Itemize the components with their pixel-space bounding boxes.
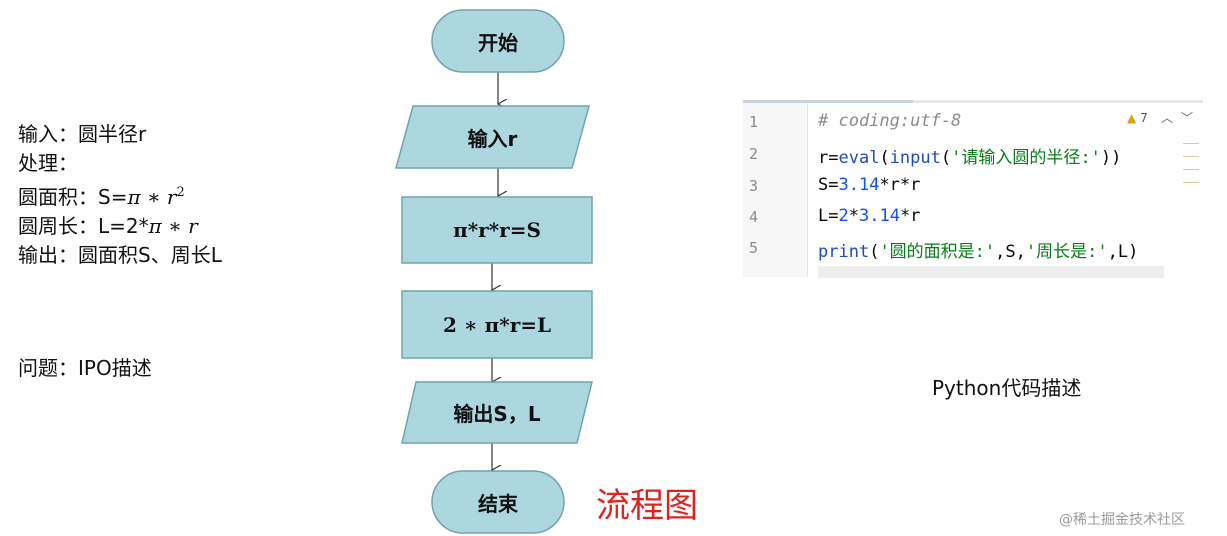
line-number: 5	[749, 239, 759, 257]
line-number: 2	[749, 145, 759, 163]
line-number-gutter	[743, 103, 807, 277]
code-line-2[interactable]: r=eval(input('请输入圆的半径:'))	[818, 148, 1122, 168]
code-editor[interactable]: 1 2 3 4 5 # coding:utf-8 r=eval(input('请…	[743, 100, 1203, 278]
process-area-label: π*r*r=S	[453, 218, 541, 242]
ipo-perimeter-formula: π ∗ r	[148, 214, 198, 238]
end-terminal	[431, 470, 565, 534]
output-label: 输出S，L	[453, 402, 541, 426]
input-parallelogram	[395, 105, 590, 169]
end-label: 结束	[478, 491, 518, 516]
ipo-input-line: 输入：圆半径r	[18, 122, 147, 146]
code-line-1[interactable]: # coding:utf-8	[818, 111, 961, 131]
input-label: 输入r	[467, 126, 518, 151]
line-number: 4	[749, 208, 759, 226]
editor-tab-accent	[743, 100, 913, 103]
code-comment: # coding:utf-8	[818, 111, 962, 131]
process-area	[401, 196, 593, 264]
flowchart-caption: 流程图	[596, 486, 698, 526]
output-parallelogram	[401, 381, 593, 444]
scrollbar-markers[interactable]	[1183, 143, 1199, 195]
warning-count: 7	[1140, 111, 1148, 125]
current-line-highlight	[818, 266, 1164, 278]
line-number: 1	[749, 113, 759, 131]
process-perimeter	[401, 290, 593, 359]
ipo-question-note: 问题：IPO描述	[18, 356, 152, 380]
ipo-description: 输入：圆半径r 处理： 圆面积：S=π ∗ r2 圆周长：L=2*π ∗ r 输…	[18, 120, 222, 270]
python-caption: Python代码描述	[932, 376, 1082, 400]
watermark: @稀土掘金技术社区	[1059, 512, 1185, 528]
ipo-area-line: 圆面积：S=π ∗ r2	[18, 178, 222, 212]
warning-icon: ▲	[1127, 111, 1137, 125]
line-number: 3	[749, 177, 759, 195]
chevron-up-icon[interactable]: ︿	[1161, 111, 1174, 125]
gutter-divider	[807, 103, 808, 277]
ipo-perimeter-line: 圆周长：L=2*π ∗ r	[18, 212, 222, 241]
ipo-perimeter-label: 圆周长：L=2*	[18, 214, 149, 238]
code-line-5[interactable]: print('圆的面积是:',S,'周长是:',L)	[818, 242, 1139, 262]
process-perimeter-label: 2 ∗ π*r=L	[442, 312, 552, 337]
code-line-3[interactable]: S=3.14*r*r	[818, 175, 921, 195]
start-terminal	[431, 9, 565, 73]
ipo-process-line: 处理：	[18, 151, 78, 175]
chevron-down-icon[interactable]: ﹀	[1181, 111, 1194, 125]
inspection-widget[interactable]: ▲ 7	[1127, 111, 1148, 125]
ipo-area-label: 圆面积：S=	[18, 185, 128, 209]
code-line-4[interactable]: L=2*3.14*r	[818, 206, 921, 226]
ipo-area-formula: π ∗ r2	[127, 185, 185, 209]
start-label: 开始	[478, 30, 518, 55]
ipo-output-line: 输出：圆面积S、周长L	[18, 243, 222, 267]
